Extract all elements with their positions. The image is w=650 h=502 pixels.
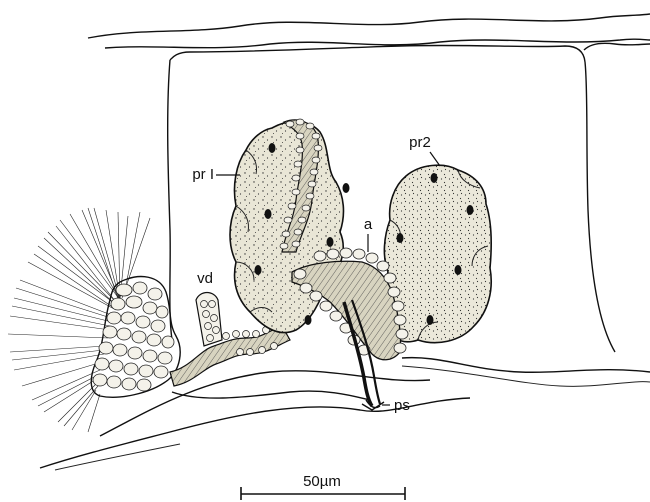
svg-text:pr I: pr I [192,166,214,183]
label-pr2: pr2 [409,134,440,166]
svg-text:50µm: 50µm [303,473,341,490]
svg-text:a: a [364,216,373,233]
svg-text:ps: ps [394,397,410,414]
svg-text:vd: vd [197,270,213,287]
label-vd: vd [197,270,213,287]
body-wall-lines [40,14,650,470]
svg-text:pr2: pr2 [409,134,431,151]
label-pr1: pr I [192,166,240,183]
scale-bar: 50µm [241,473,405,500]
label-ps: ps [382,397,410,414]
label-a: a [364,216,373,252]
